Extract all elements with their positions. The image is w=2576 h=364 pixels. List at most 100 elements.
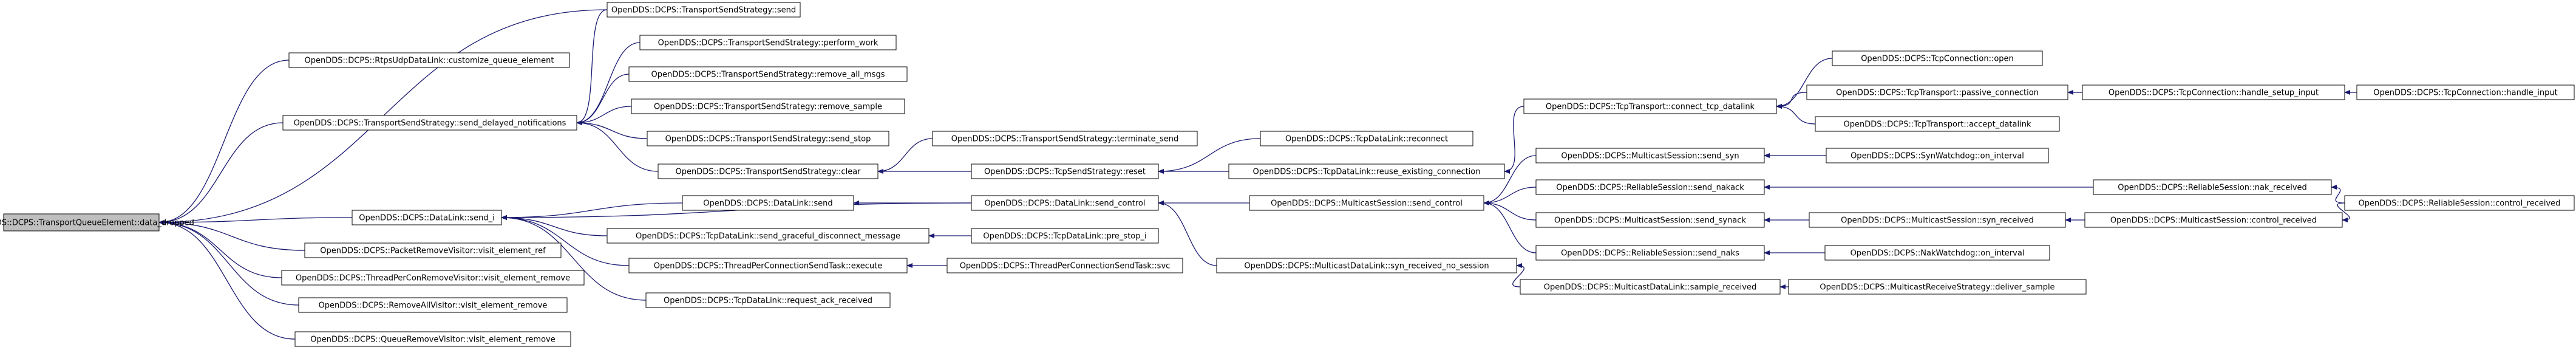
node-opendds-dcps-tcptransport-connect-tcp-datalink[interactable]: OpenDDS::DCPS::TcpTransport::connect_tcp… — [1523, 98, 1777, 114]
edge-n27-n33 — [1776, 58, 1833, 109]
node-box — [294, 331, 571, 347]
node-opendds-dcps-tcpconnection-open[interactable]: OpenDDS::DCPS::TcpConnection::open — [1832, 50, 2043, 66]
edge-n24-n27 — [1504, 106, 1524, 174]
node-box — [1815, 116, 2060, 132]
node-opendds-dcps-reliablesession-send-nakack[interactable]: OpenDDS::DCPS::ReliableSession::send_nak… — [1535, 179, 1765, 195]
node-opendds-dcps-multicastsession-send-control[interactable]: OpenDDS::DCPS::MulticastSession::send_co… — [1249, 195, 1484, 211]
node-opendds-dcps-multicastsession-send-synack[interactable]: OpenDDS::DCPS::MulticastSession::send_sy… — [1535, 212, 1765, 228]
node-label: OpenDDS::DCPS::MulticastDataLink::sample… — [1544, 283, 1756, 292]
node-opendds-dcps-tcpdatalink-request-ack-received[interactable]: OpenDDS::DCPS::TcpDataLink::request_ack_… — [645, 292, 891, 308]
node-opendds-dcps-threadperconnectionsendtask-execute[interactable]: OpenDDS::DCPS::ThreadPerConnectionSendTa… — [628, 258, 908, 273]
node-label: OpenDDS::DCPS::TcpDataLink::reuse_existi… — [1253, 168, 1481, 177]
node-label: OpenDDS::DCPS::QueueRemoveVisitor::visit… — [310, 335, 555, 345]
node-box — [1788, 279, 2087, 295]
node-box — [352, 210, 502, 225]
edge-n0-n1 — [158, 60, 290, 225]
node-label: OpenDDS::DCPS::MulticastReceiveStrategy:… — [1820, 283, 2054, 292]
node-opendds-dcps-transportsendstrategy-send-delayed-notifications[interactable]: OpenDDS::DCPS::TransportSendStrategy::se… — [282, 115, 577, 131]
node-opendds-dcps-tcpdatalink-pre-stop-i[interactable]: OpenDDS::DCPS::TcpDataLink::pre_stop_i — [971, 228, 1159, 244]
node-opendds-dcps-reliablesession-send-naks[interactable]: OpenDDS::DCPS::ReliableSession::send_nak… — [1535, 245, 1765, 261]
node-opendds-dcps-tcpdatalink-reconnect[interactable]: OpenDDS::DCPS::TcpDataLink::reconnect — [1260, 131, 1473, 146]
edge-n0-n7 — [158, 220, 296, 340]
node-opendds-dcps-tcpdatalink-send-graceful-disconnect-message[interactable]: OpenDDS::DCPS::TcpDataLink::send_gracefu… — [607, 228, 929, 244]
node-opendds-dcps-queueremovevisitor-visit-element-remove[interactable]: OpenDDS::DCPS::QueueRemoveVisitor::visit… — [294, 331, 571, 347]
node-label: OpenDDS::DCPS::MulticastDataLink::syn_re… — [1244, 262, 1489, 271]
node-opendds-dcps-reliablesession-nak-received[interactable]: OpenDDS::DCPS::ReliableSession::nak_rece… — [2093, 179, 2332, 195]
node-opendds-dcps-packetremovevisitor-visit-element-ref[interactable]: OpenDDS::DCPS::PacketRemoveVisitor::visi… — [304, 242, 562, 258]
node-opendds-dcps-reliablesession-control-received[interactable]: OpenDDS::DCPS::ReliableSession::control_… — [2344, 195, 2575, 211]
edge-n2-n9 — [576, 42, 641, 125]
node-opendds-dcps-datalink-send-control[interactable]: OpenDDS::DCPS::DataLink::send_control — [971, 195, 1159, 211]
edge-n19-n23 — [1158, 138, 1261, 174]
node-opendds-dcps-tcptransport-passive-connection[interactable]: OpenDDS::DCPS::TcpTransport::passive_con… — [1806, 84, 2068, 100]
node-label: OpenDDS::DCPS::TcpConnection::handle_set… — [2109, 89, 2319, 98]
node-box — [645, 292, 891, 308]
edge-n2-n11 — [576, 106, 632, 125]
node-label: OpenDDS::DCPS::TcpDataLink::reconnect — [1285, 135, 1448, 144]
node-label: OpenDDS::DCPS::TcpSendStrategy::reset — [984, 168, 1146, 177]
edge-n25-n29 — [1483, 187, 1537, 205]
node-box — [1535, 212, 1765, 228]
node-opendds-dcps-tcptransport-accept-datalink[interactable]: OpenDDS::DCPS::TcpTransport::accept_data… — [1815, 116, 2060, 132]
node-label: OpenDDS::DCPS::TransportSendStrategy::se… — [294, 119, 566, 128]
node-opendds-dcps-transportqueueelement-data-dropped[interactable]: OpenDDS::DCPS::TransportQueueElement::da… — [0, 213, 194, 232]
node-opendds-dcps-threadperconremovevisitor-visit-element-remove[interactable]: OpenDDS::DCPS::ThreadPerConRemoveVisitor… — [281, 270, 585, 286]
node-opendds-dcps-multicastsession-send-syn[interactable]: OpenDDS::DCPS::MulticastSession::send_sy… — [1535, 148, 1765, 163]
node-opendds-dcps-transportsendstrategy-remove-all-msgs[interactable]: OpenDDS::DCPS::TransportSendStrategy::re… — [628, 66, 908, 82]
node-opendds-dcps-multicastdatalink-syn-received-no-session[interactable]: OpenDDS::DCPS::MulticastDataLink::syn_re… — [1216, 258, 1517, 273]
node-opendds-dcps-removeallvisitor-visit-element-remove[interactable]: OpenDDS::DCPS::RemoveAllVisitor::visit_e… — [298, 297, 568, 313]
node-label: OpenDDS::DCPS::MulticastSession::syn_rec… — [1841, 216, 2034, 225]
node-opendds-dcps-transportsendstrategy-terminate-send[interactable]: OpenDDS::DCPS::TransportSendStrategy::te… — [932, 131, 1198, 146]
node-label: OpenDDS::DCPS::TcpDataLink::pre_stop_i — [983, 232, 1146, 241]
node-opendds-dcps-rtpsudpdatalink-customize-queue-element[interactable]: OpenDDS::DCPS::RtpsUdpDataLink::customiz… — [288, 52, 570, 68]
edge-n0-n4 — [158, 220, 305, 251]
node-box — [932, 131, 1198, 146]
node-opendds-dcps-multicastsession-control-received[interactable]: OpenDDS::DCPS::MulticastSession::control… — [2084, 212, 2343, 228]
node-opendds-dcps-multicastdatalink-sample-received[interactable]: OpenDDS::DCPS::MulticastDataLink::sample… — [1520, 279, 1781, 295]
node-opendds-dcps-transportsendstrategy-send-stop[interactable]: OpenDDS::DCPS::TransportSendStrategy::se… — [647, 131, 889, 146]
node-box — [971, 228, 1159, 244]
edge-n2-n12 — [576, 120, 648, 139]
node-box — [971, 163, 1159, 179]
node-box — [631, 98, 905, 114]
node-opendds-dcps-transportsendstrategy-send[interactable]: OpenDDS::DCPS::TransportSendStrategy::se… — [607, 2, 801, 18]
node-box — [1228, 163, 1505, 179]
node-label: OpenDDS::DCPS::ReliableSession::send_nak… — [1556, 184, 1744, 193]
node-opendds-dcps-transportsendstrategy-remove-sample[interactable]: OpenDDS::DCPS::TransportSendStrategy::re… — [631, 98, 905, 114]
node-opendds-dcps-tcpdatalink-reuse-existing-connection[interactable]: OpenDDS::DCPS::TcpDataLink::reuse_existi… — [1228, 163, 1505, 179]
edge-n20-n26 — [1158, 201, 1217, 266]
node-box — [628, 258, 908, 273]
node-opendds-dcps-tcpconnection-handle-input[interactable]: OpenDDS::DCPS::TcpConnection::handle_inp… — [2356, 84, 2575, 100]
edge-n2-n8 — [576, 9, 608, 125]
node-opendds-dcps-multicastreceivestrategy-deliver-sample[interactable]: OpenDDS::DCPS::MulticastReceiveStrategy:… — [1788, 279, 2087, 295]
node-opendds-dcps-multicastsession-syn-received[interactable]: OpenDDS::DCPS::MulticastSession::syn_rec… — [1809, 212, 2066, 228]
node-box — [1216, 258, 1517, 273]
node-box — [3, 213, 160, 232]
node-box — [298, 297, 568, 313]
node-label: OpenDDS::DCPS::ReliableSession::control_… — [2359, 199, 2561, 208]
node-box — [658, 163, 878, 179]
node-opendds-dcps-threadperconnectionsendtask-svc[interactable]: OpenDDS::DCPS::ThreadPerConnectionSendTa… — [946, 258, 1183, 273]
node-box — [628, 66, 908, 82]
node-box — [1520, 279, 1781, 295]
node-opendds-dcps-tcpsendstrategy-reset[interactable]: OpenDDS::DCPS::TcpSendStrategy::reset — [971, 163, 1159, 179]
node-box — [607, 2, 801, 18]
node-box — [2344, 195, 2575, 211]
node-box — [971, 195, 1159, 211]
node-opendds-dcps-transportsendstrategy-perform-work[interactable]: OpenDDS::DCPS::TransportSendStrategy::pe… — [639, 35, 897, 50]
node-opendds-dcps-nakwatchdog-on-interval[interactable]: OpenDDS::DCPS::NakWatchdog::on_interval — [1824, 245, 2050, 261]
node-box — [647, 131, 889, 146]
node-label: OpenDDS::DCPS::ThreadPerConnectionSendTa… — [960, 262, 1171, 271]
node-label: OpenDDS::DCPS::MulticastSession::send_co… — [1271, 199, 1463, 208]
node-opendds-dcps-datalink-send[interactable]: OpenDDS::DCPS::DataLink::send — [682, 195, 854, 211]
node-opendds-dcps-tcpconnection-handle-setup-input[interactable]: OpenDDS::DCPS::TcpConnection::handle_set… — [2082, 84, 2345, 100]
node-opendds-dcps-synwatchdog-on-interval[interactable]: OpenDDS::DCPS::SynWatchdog::on_interval — [1826, 148, 2049, 163]
edge-n25-n31 — [1483, 201, 1537, 253]
node-label: OpenDDS::DCPS::ThreadPerConRemoveVisitor… — [296, 274, 570, 283]
edge-n27-n34 — [1776, 92, 1807, 109]
node-label: OpenDDS::DCPS::TransportSendStrategy::re… — [654, 103, 882, 112]
node-opendds-dcps-datalink-send-i[interactable]: OpenDDS::DCPS::DataLink::send_i — [352, 210, 502, 225]
node-opendds-dcps-transportsendstrategy-clear[interactable]: OpenDDS::DCPS::TransportSendStrategy::cl… — [658, 163, 878, 179]
node-box — [304, 242, 562, 258]
edge-n42-n44 — [2337, 202, 2350, 222]
